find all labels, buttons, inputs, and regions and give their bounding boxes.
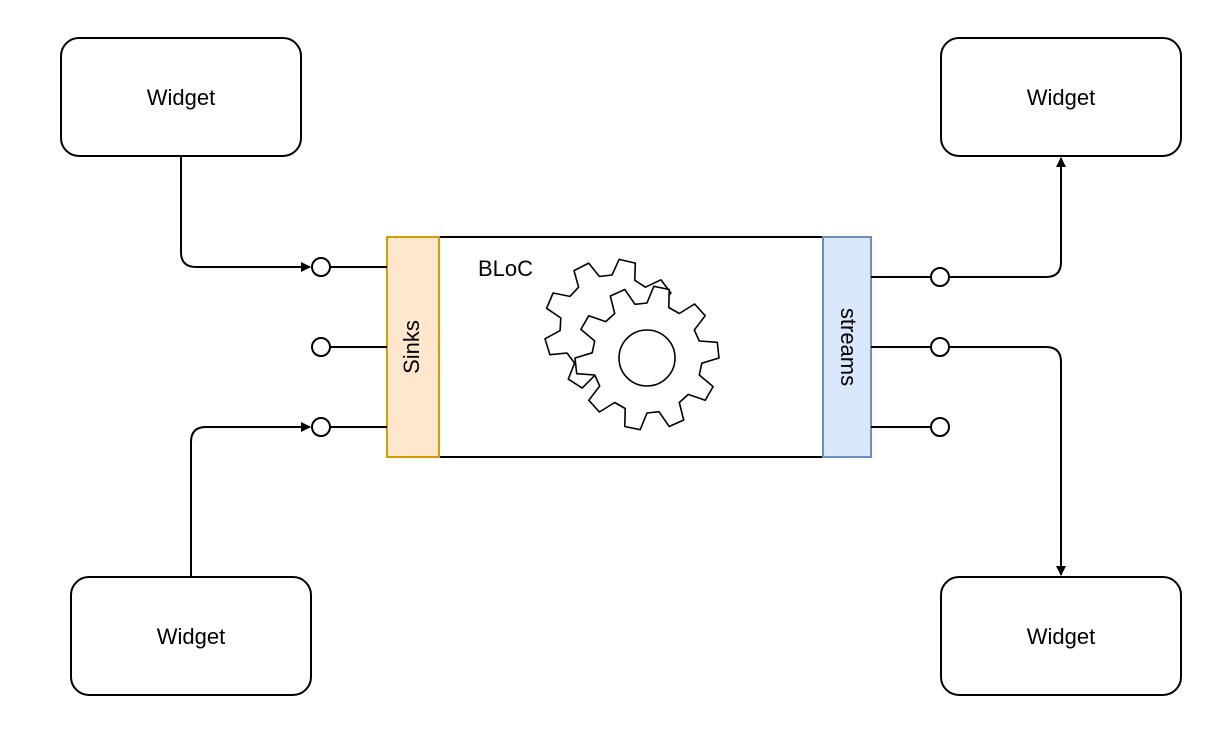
widget-bottom-left[interactable]: Widget xyxy=(70,576,312,696)
widget-label: Widget xyxy=(1027,85,1095,110)
streams-panel xyxy=(822,236,872,458)
widget-label: Widget xyxy=(157,624,225,649)
port-circle xyxy=(311,417,331,437)
widget-box xyxy=(940,37,1182,157)
bloc-block[interactable]: BLoC Sinks streams xyxy=(386,236,872,458)
stream-port-1[interactable] xyxy=(871,267,950,287)
sink-port-1[interactable] xyxy=(311,257,387,277)
widget-box xyxy=(940,576,1182,696)
connector-stream-to-bottom-right[interactable] xyxy=(949,346,1066,576)
streams-label: streams xyxy=(836,308,861,386)
port-circle xyxy=(930,417,950,437)
bloc-title: BLoC xyxy=(478,256,533,281)
port-circle xyxy=(930,267,950,287)
port-circle xyxy=(311,337,331,357)
gears-icon xyxy=(544,258,720,431)
connector-top-left-to-sink[interactable] xyxy=(180,156,311,272)
connector-bottom-left-to-sink[interactable] xyxy=(190,422,311,577)
port-circle xyxy=(311,257,331,277)
port-circle xyxy=(930,337,950,357)
widget-bottom-right[interactable]: Widget xyxy=(940,576,1182,696)
connector-stream-to-top-right[interactable] xyxy=(949,157,1066,278)
widget-label: Widget xyxy=(147,85,215,110)
sinks-label: Sinks xyxy=(399,320,424,374)
stream-port-2[interactable] xyxy=(871,337,950,357)
widget-label: Widget xyxy=(1027,624,1095,649)
gear-hole-icon xyxy=(618,329,676,387)
sink-port-2[interactable] xyxy=(311,337,387,357)
sink-port-3[interactable] xyxy=(311,417,387,437)
stream-port-3[interactable] xyxy=(871,417,950,437)
sinks-panel xyxy=(386,236,440,458)
widget-top-left[interactable]: Widget xyxy=(60,37,302,157)
widget-top-right[interactable]: Widget xyxy=(940,37,1182,157)
